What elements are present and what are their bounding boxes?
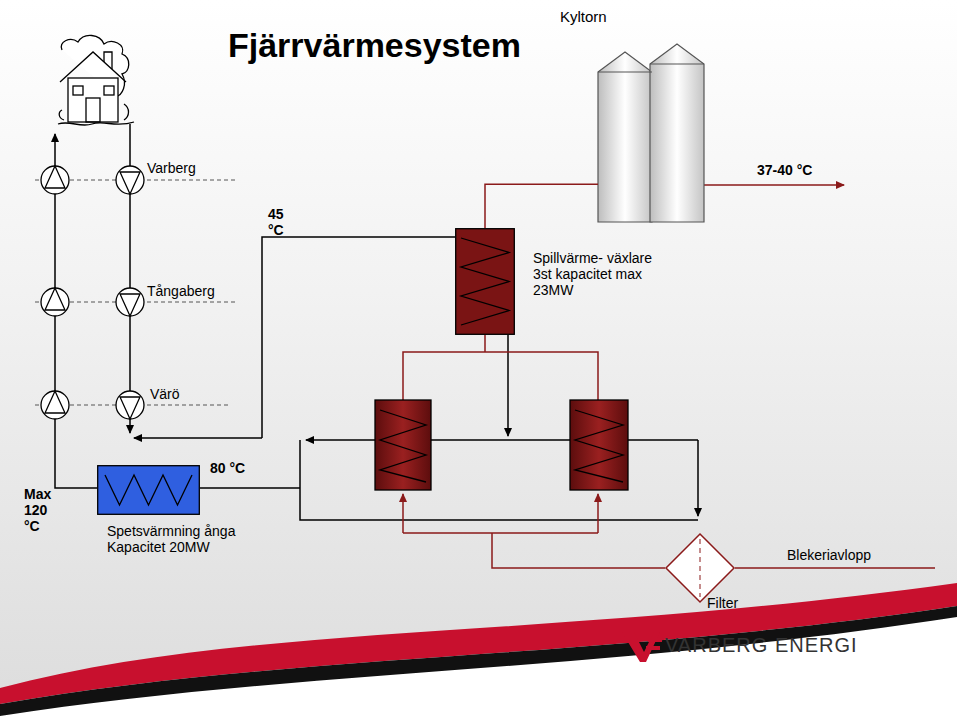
cooling-tower <box>598 44 704 222</box>
node-label: Spetsvärmning ånga Kapacitet 20MW <box>107 523 257 555</box>
house-icon <box>58 35 134 125</box>
filter-node: Filter <box>665 533 735 603</box>
node-label: Filter <box>707 595 787 611</box>
annotation-label: Tångaberg <box>147 283 215 299</box>
annotation-label: 45 °C <box>268 206 292 238</box>
cooling-tower-node: Kyltorn <box>598 50 704 222</box>
exchanger-body <box>456 229 515 335</box>
node-outline <box>665 533 735 603</box>
wastewater-pipe <box>403 185 935 568</box>
diagram-title: Fjärrvärmesystem <box>228 26 521 65</box>
filter-diamond <box>666 534 734 602</box>
pump-symbol <box>41 166 144 419</box>
logo-mark <box>622 632 662 662</box>
node-outline <box>97 465 200 515</box>
heat-exchanger <box>375 400 628 490</box>
exchanger-coil <box>461 238 509 325</box>
annotation-label: Blekeriavlopp <box>787 547 871 563</box>
logo-text: VARBERG ENERGI <box>665 634 858 657</box>
node-outline <box>455 228 515 335</box>
annotation-label: 80 °C <box>210 460 245 476</box>
annotation-label: Varberg <box>147 160 196 176</box>
node-label: Kyltorn <box>560 8 660 25</box>
filter-screen <box>700 539 701 597</box>
annotation-label: Max 120 °C <box>24 486 54 534</box>
heat-exchanger-node: Spetsvärmning ånga Kapacitet 20MW <box>97 465 200 515</box>
footer-swoosh <box>0 583 957 726</box>
heat-exchanger-node: Spillvärme- växlare 3st kapacitet max 23… <box>455 228 515 335</box>
pipe-connector <box>485 184 598 228</box>
station-line <box>35 180 235 405</box>
exchanger-body <box>98 466 200 515</box>
annotation-label: Värö <box>150 386 180 402</box>
node-label: Spillvärme- växlare 3st kapacitet max 23… <box>533 250 658 298</box>
annotation-label: 37-40 °C <box>757 162 812 178</box>
exchanger-coil <box>105 475 192 505</box>
